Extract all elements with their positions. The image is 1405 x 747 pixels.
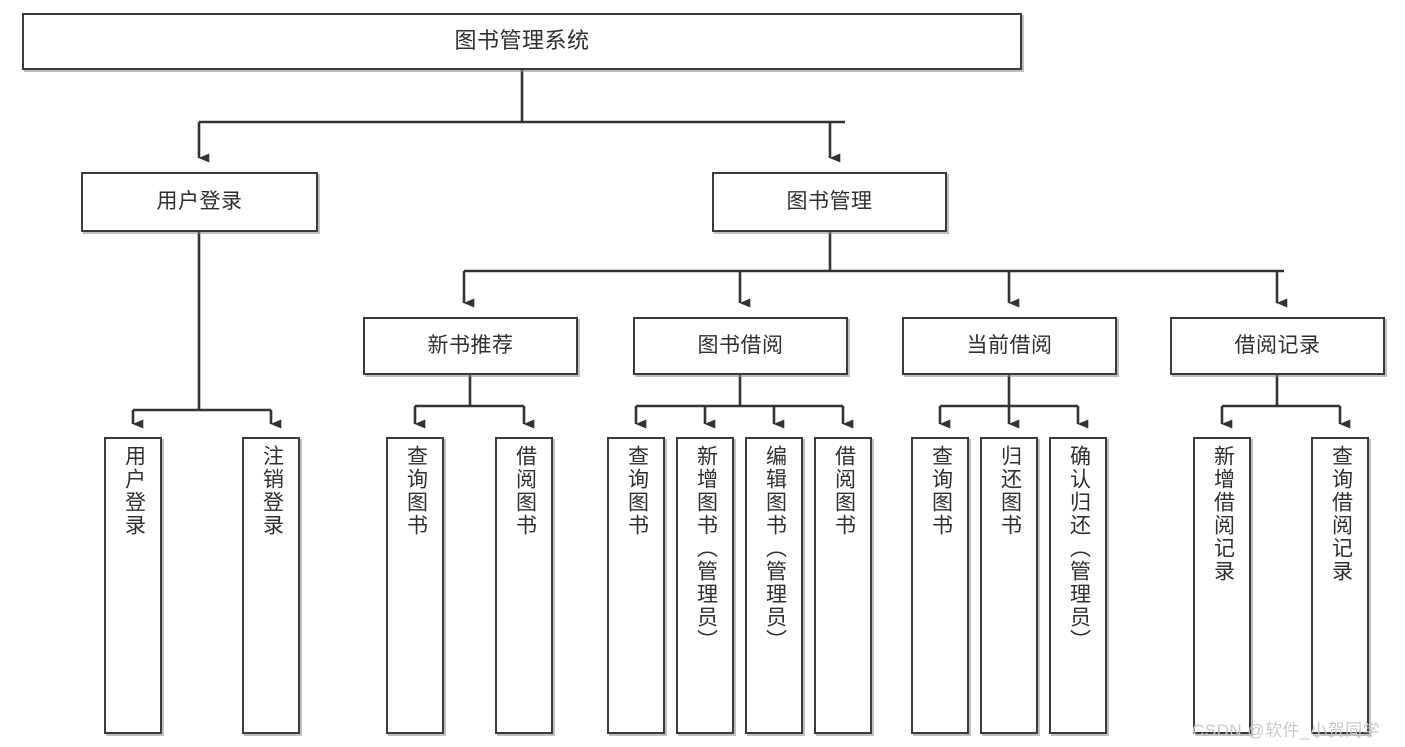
node-new-book-recommend-label: 新书推荐 <box>427 334 514 358</box>
node-logout-leaf[interactable]: 注销登录 <box>242 437 300 734</box>
node-new-book-recommend[interactable]: 新书推荐 <box>363 317 578 375</box>
node-query-book-3-label: 查询图书 <box>929 445 953 537</box>
node-query-borrow-record[interactable]: 查询借阅记录 <box>1311 437 1369 734</box>
node-add-book-label: 新增图书（管理员） <box>694 445 718 652</box>
node-borrow-book-1[interactable]: 借阅图书 <box>495 437 553 734</box>
node-user-login-leaf-label: 用户登录 <box>122 445 146 537</box>
node-borrow-book-2[interactable]: 借阅图书 <box>814 437 872 734</box>
node-borrow-record-label: 借阅记录 <box>1234 334 1321 358</box>
node-edit-book-label: 编辑图书（管理员） <box>763 445 787 652</box>
node-book-borrow-label: 图书借阅 <box>697 334 784 358</box>
node-add-borrow-record-label: 新增借阅记录 <box>1211 445 1235 583</box>
node-user-login-leaf[interactable]: 用户登录 <box>104 437 162 734</box>
node-current-borrow[interactable]: 当前借阅 <box>902 317 1117 375</box>
node-return-book-label: 归还图书 <box>998 445 1022 537</box>
node-root[interactable]: 图书管理系统 <box>22 13 1022 70</box>
node-logout-leaf-label: 注销登录 <box>260 445 284 537</box>
node-edit-book[interactable]: 编辑图书（管理员） <box>745 437 803 734</box>
node-return-book[interactable]: 归还图书 <box>980 437 1038 734</box>
node-add-book[interactable]: 新增图书（管理员） <box>676 437 734 734</box>
node-query-book-2[interactable]: 查询图书 <box>607 437 665 734</box>
node-book-management-label: 图书管理 <box>786 190 873 214</box>
node-confirm-return[interactable]: 确认归还（管理员） <box>1049 437 1107 734</box>
node-borrow-book-1-label: 借阅图书 <box>513 445 537 537</box>
node-borrow-record[interactable]: 借阅记录 <box>1170 317 1385 375</box>
node-confirm-return-label: 确认归还（管理员） <box>1067 445 1091 652</box>
node-query-borrow-record-label: 查询借阅记录 <box>1329 445 1353 583</box>
node-root-label: 图书管理系统 <box>454 28 590 54</box>
node-user-login[interactable]: 用户登录 <box>81 172 318 232</box>
node-query-book-2-label: 查询图书 <box>625 445 649 537</box>
node-query-book-1-label: 查询图书 <box>404 445 428 537</box>
node-query-book-3[interactable]: 查询图书 <box>911 437 969 734</box>
node-book-borrow[interactable]: 图书借阅 <box>633 317 848 375</box>
node-current-borrow-label: 当前借阅 <box>966 334 1053 358</box>
node-borrow-book-2-label: 借阅图书 <box>832 445 856 537</box>
node-user-login-label: 用户登录 <box>156 190 243 214</box>
node-add-borrow-record[interactable]: 新增借阅记录 <box>1193 437 1251 734</box>
node-book-management[interactable]: 图书管理 <box>712 172 947 232</box>
node-query-book-1[interactable]: 查询图书 <box>386 437 444 734</box>
csdn-watermark: CSDN @软件_小贺同学 <box>1192 721 1381 740</box>
